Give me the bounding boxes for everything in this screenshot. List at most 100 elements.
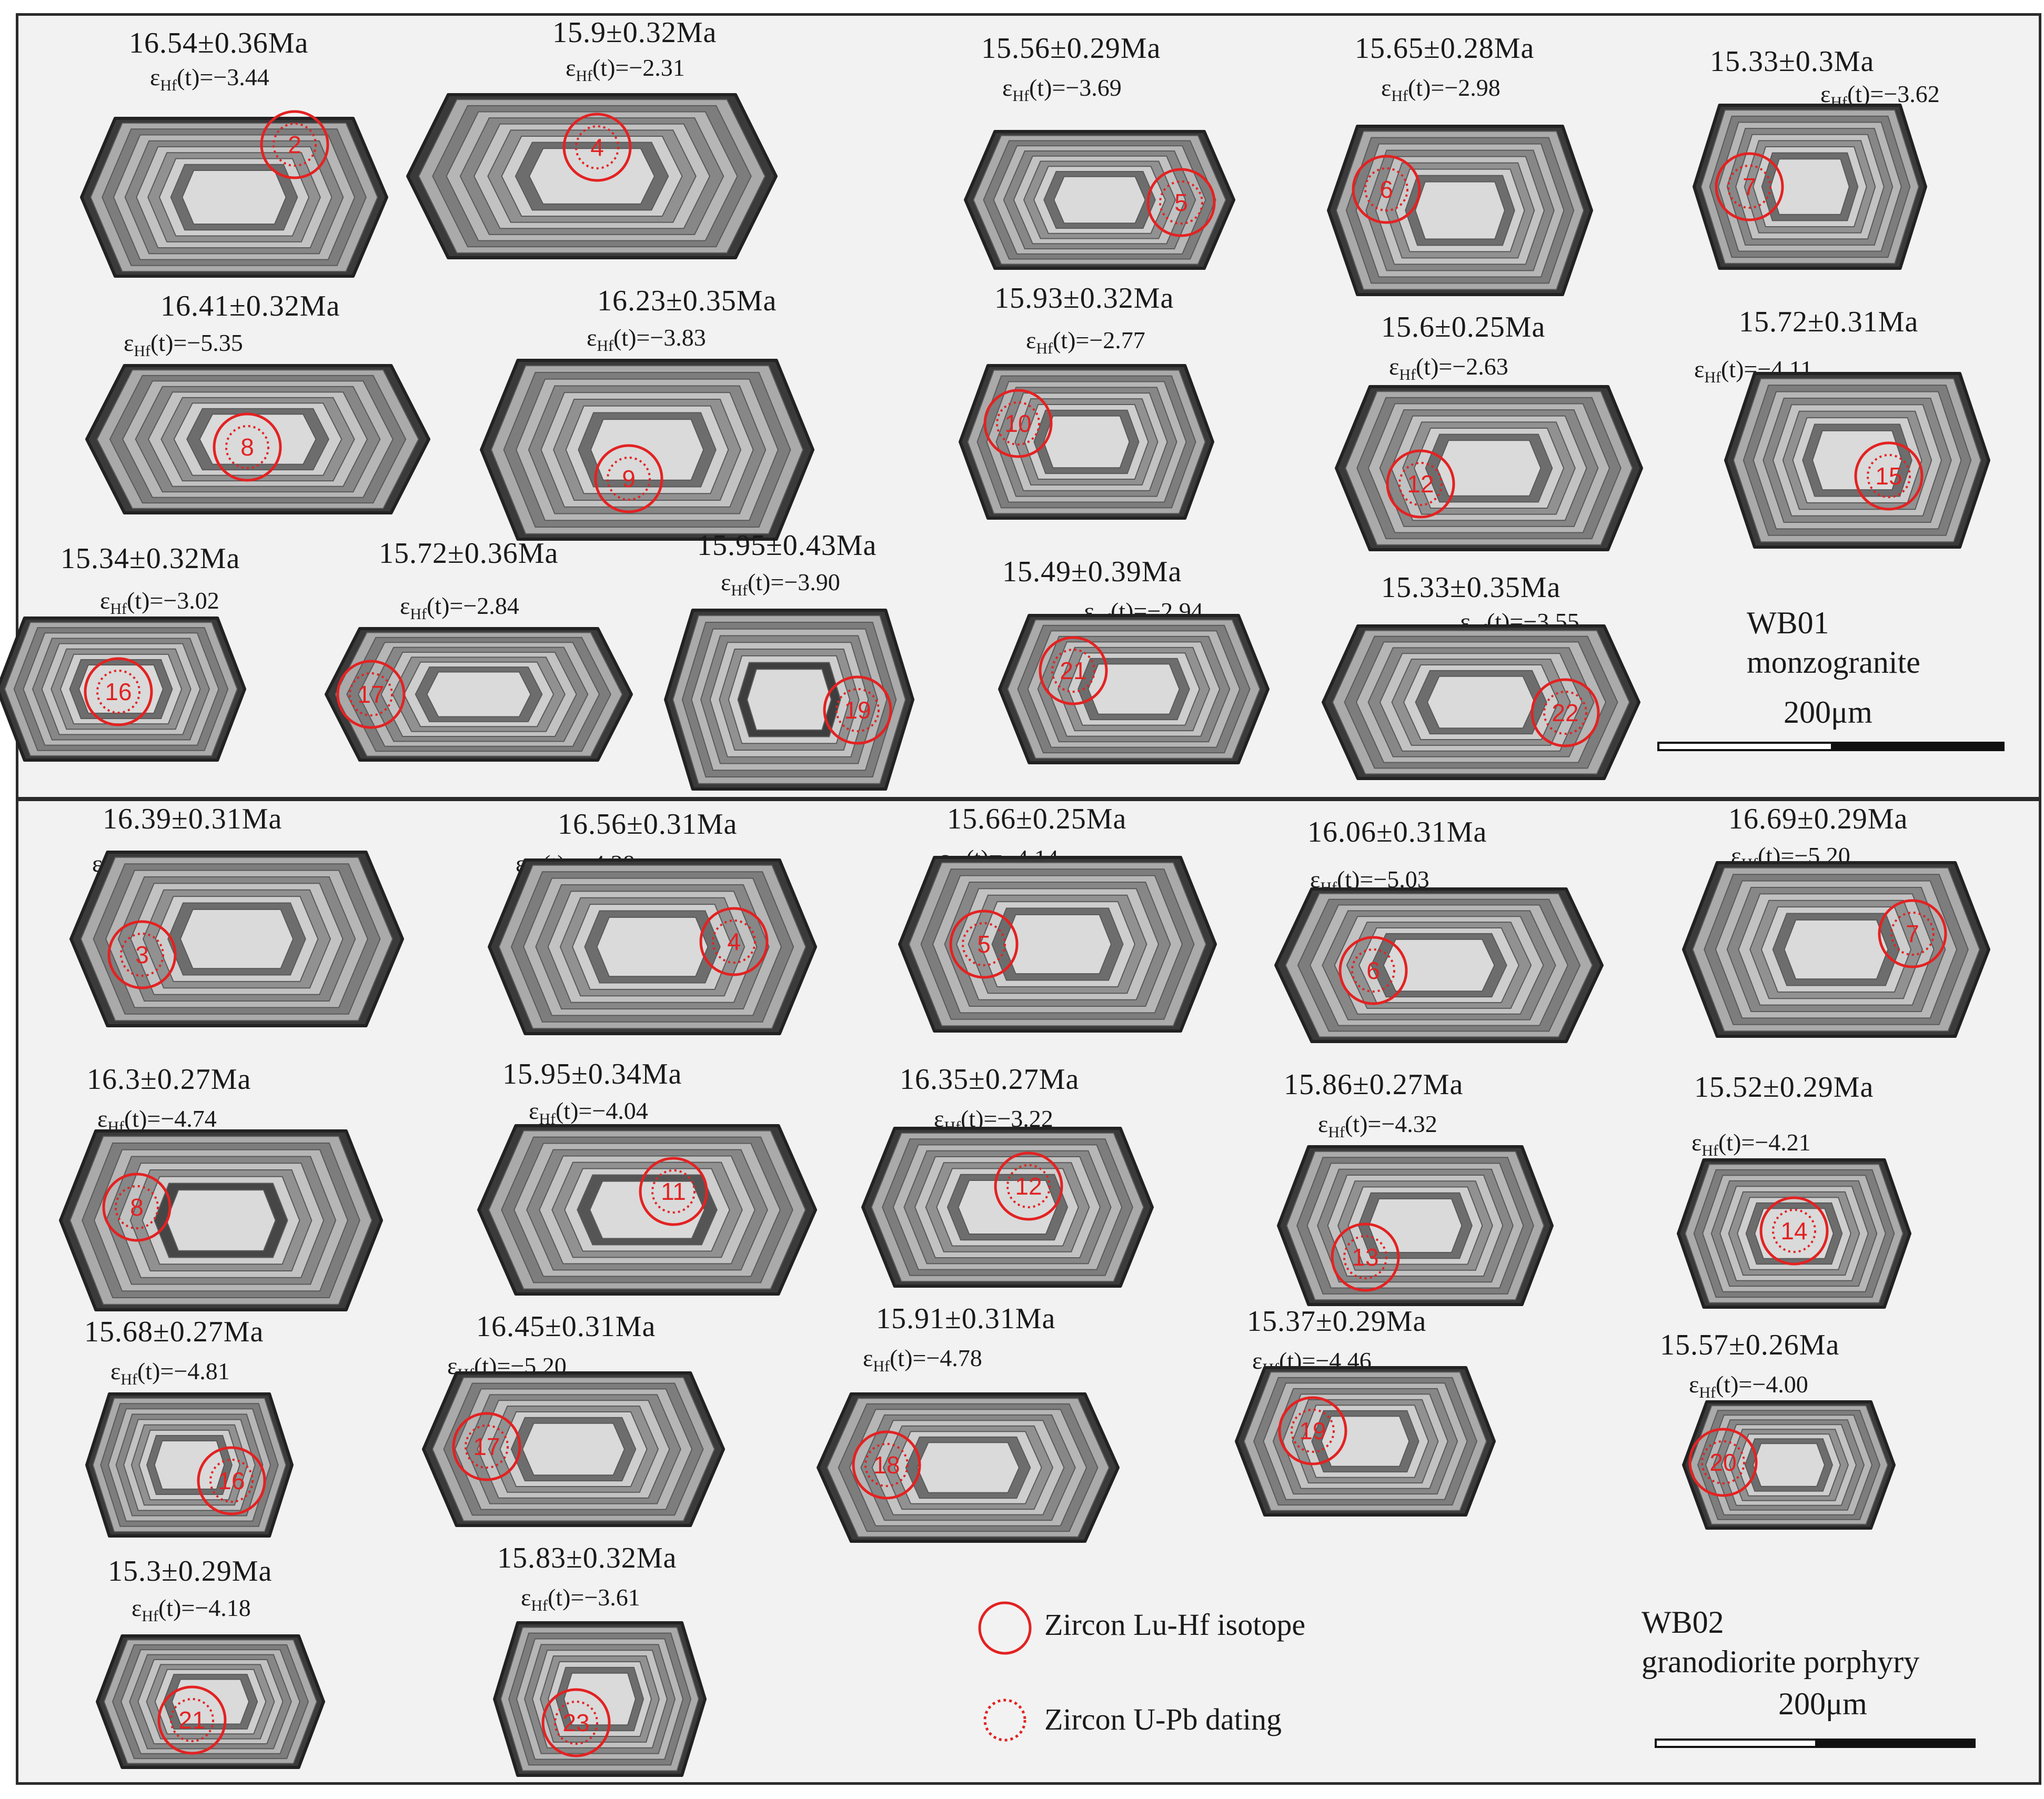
spot-number: 11 [661, 1178, 686, 1205]
lu-hf-spot-circle [949, 909, 1019, 979]
grain-age-label: 15.83±0.32Ma [497, 1542, 677, 1574]
grain-age-label: 15.72±0.36Ma [379, 537, 559, 570]
lu-hf-spot-circle [1386, 449, 1455, 519]
lu-hf-spot-circle [213, 412, 282, 482]
lu-hf-spot-circle [1688, 1428, 1758, 1497]
wb01-rock-type: monzogranite [1747, 645, 1920, 680]
grain-age-label: 15.33±0.3Ma [1710, 45, 1875, 78]
zircon-grain-image: 16 [0, 616, 246, 762]
u-pb-spot-circle [1543, 691, 1587, 735]
grain-ehf-label: εHf(t)=−2.31 [566, 54, 685, 85]
u-pb-spot-circle [1343, 1235, 1387, 1279]
u-pb-spot-circle [120, 933, 164, 977]
spot-number: 20 [1709, 1449, 1736, 1476]
zircon-grain-image: 6 [1274, 887, 1604, 1043]
spot-number: 8 [130, 1194, 144, 1221]
lu-hf-spot-circle [107, 920, 177, 989]
spot-number: 18 [873, 1451, 900, 1479]
u-pb-spot-circle [1006, 1164, 1051, 1208]
spot-number: 21 [1060, 657, 1086, 684]
grain-ehf-label: εHf(t)=−3.69 [1002, 74, 1122, 105]
wb01-sample-id: WB01 [1747, 605, 1829, 640]
wb02-scale-label: 200μm [1778, 1686, 1867, 1721]
u-pb-spot-circle [1291, 1409, 1335, 1453]
lu-hf-spot-circle [699, 907, 769, 976]
lu-hf-spot-circle [102, 1173, 172, 1242]
u-pb-spot-circle [273, 123, 317, 167]
spot-number: 22 [1552, 699, 1578, 726]
zircon-grain-image: 8 [85, 364, 430, 514]
legend-u-pb-label: Zircon U-Pb dating [1044, 1702, 1282, 1736]
zircon-grain-image: 20 [1682, 1400, 1896, 1530]
grain-age-label: 15.56±0.29Ma [981, 32, 1161, 65]
grain-age-label: 15.57±0.26Ma [1660, 1329, 1840, 1361]
u-pb-spot-circle [1051, 649, 1095, 693]
lu-hf-spot-circle [260, 110, 329, 179]
zircon-grain-image: 5 [964, 130, 1235, 270]
legend-lu-hf-label: Zircon Lu-Hf isotope [1044, 1608, 1306, 1642]
zircon-grain-image: 18 [817, 1392, 1120, 1543]
grain-age-label: 16.06±0.31Ma [1307, 816, 1487, 848]
grain-ehf-label: εHf(t)=−4.21 [1691, 1129, 1811, 1159]
lu-hf-spot-circle [452, 1412, 521, 1481]
lu-hf-spot-circle [1715, 152, 1784, 221]
zircon-grain-image: 12 [1335, 385, 1643, 551]
zircon-grain-image: 21 [96, 1634, 325, 1769]
u-pb-spot-circle [115, 1185, 159, 1229]
lu-hf-spot-circle [1278, 1396, 1347, 1466]
spot-number: 5 [977, 931, 991, 958]
grain-ehf-label: εHf(t)=−4.81 [110, 1358, 230, 1388]
spot-number: 6 [1380, 176, 1393, 203]
grain-age-label: 15.3±0.29Ma [108, 1555, 273, 1588]
zircon-grain-image: 5 [898, 856, 1217, 1033]
wb01-scale-label: 200μm [1784, 695, 1872, 730]
u-pb-spot-circle [1727, 165, 1771, 209]
spot-number: 4 [727, 928, 741, 955]
grain-age-label: 15.65±0.28Ma [1355, 32, 1535, 65]
spot-number: 16 [218, 1467, 245, 1494]
grain-age-label: 16.69±0.29Ma [1728, 803, 1908, 835]
grain-age-label: 16.41±0.32Ma [160, 290, 340, 322]
u-pb-spot-circle [864, 1443, 909, 1487]
lu-hf-spot-circle [562, 113, 632, 182]
grain-age-label: 15.37±0.29Ma [1247, 1305, 1427, 1338]
lu-hf-spot-circle [1854, 441, 1924, 511]
lu-hf-spot-circle [541, 1688, 611, 1757]
u-pb-spot-circle [1398, 462, 1443, 506]
u-pb-spot-circle [1772, 1209, 1816, 1253]
grain-age-label: 15.95±0.34Ma [502, 1058, 682, 1090]
zircon-grain-image: 4 [406, 93, 778, 259]
lu-hf-spot-circle [197, 1446, 266, 1515]
lu-hf-spot-circle [983, 389, 1053, 458]
lu-hf-spot-circle [1352, 155, 1421, 224]
zircon-grain-image: 19 [1235, 1366, 1496, 1517]
u-pb-spot-circle [225, 425, 269, 469]
grain-age-label: 15.52±0.29Ma [1694, 1071, 1874, 1104]
lu-hf-spot-circle [1146, 168, 1216, 237]
zircon-grain-image: 23 [493, 1621, 707, 1777]
zircon-grain-image: 17 [325, 627, 633, 762]
grain-ehf-label: εHf(t)=−4.04 [529, 1097, 648, 1128]
grain-ehf-label: εHf(t)=−3.61 [521, 1584, 640, 1614]
spot-number: 16 [105, 678, 132, 705]
zircon-grain-image: 7 [1682, 861, 1990, 1038]
lu-hf-spot-circle [1331, 1222, 1400, 1292]
lu-hf-spot-circle [1531, 678, 1600, 747]
grain-age-label: 15.93±0.32Ma [994, 282, 1174, 315]
spot-number: 8 [240, 433, 254, 461]
spot-number: 4 [590, 134, 604, 161]
u-pb-spot-circle [962, 922, 1006, 966]
spot-number: 3 [135, 941, 149, 968]
wb02-scale-bar [1655, 1739, 1976, 1748]
grain-ehf-label: εHf(t)=−2.98 [1381, 74, 1501, 105]
grain-age-label: 16.56±0.31Ma [558, 808, 738, 841]
grain-age-label: 15.9±0.32Ma [552, 16, 717, 49]
zircon-grain-image: 19 [664, 609, 914, 791]
lu-hf-spot-circle [852, 1430, 921, 1500]
legend-dotted-circle-icon [983, 1699, 1026, 1742]
grain-age-label: 16.3±0.27Ma [87, 1063, 251, 1096]
zircon-grain-image: 12 [861, 1127, 1154, 1288]
grain-ehf-label: εHf(t)=−4.18 [132, 1594, 251, 1625]
grain-ehf-label: εHf(t)=−2.63 [1389, 353, 1508, 383]
lu-hf-spot-circle [1338, 936, 1408, 1005]
